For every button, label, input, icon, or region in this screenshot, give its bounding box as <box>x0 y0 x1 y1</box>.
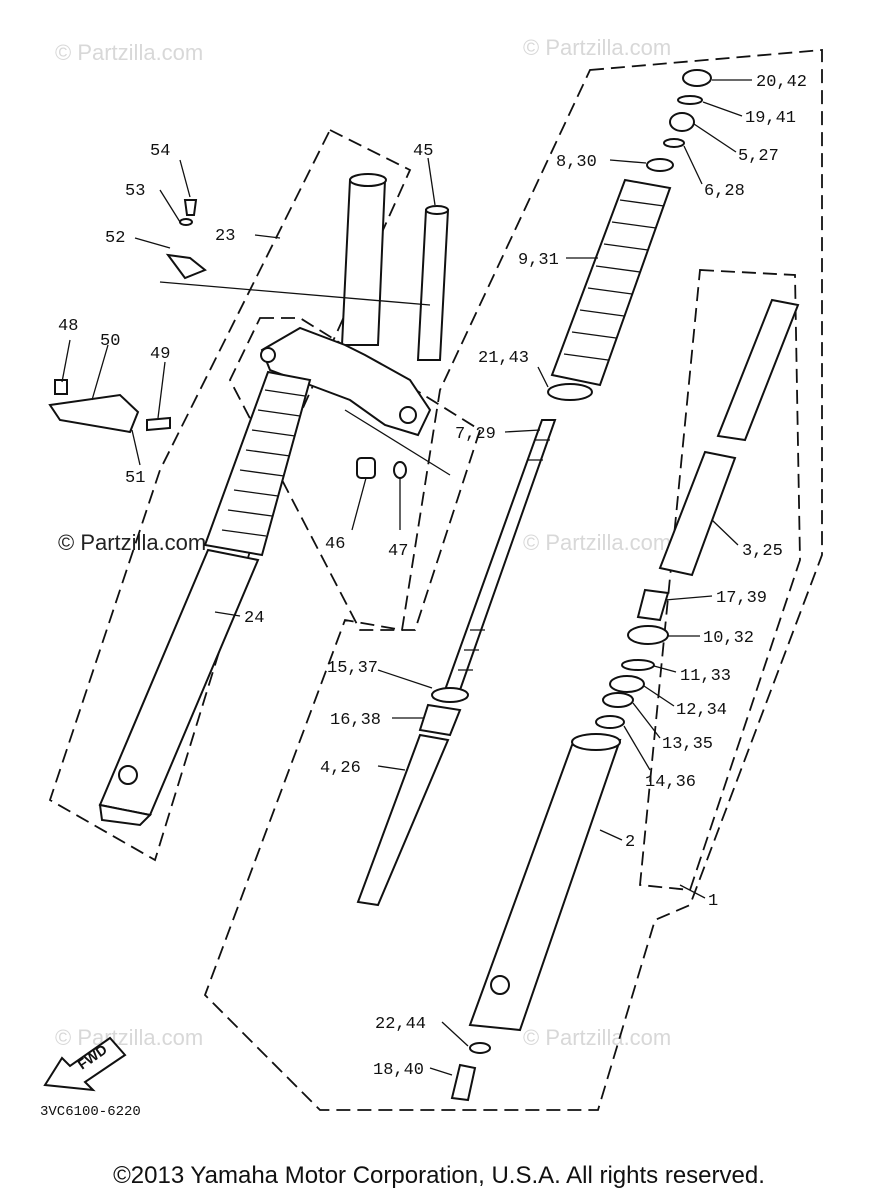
left-fork-outer-tube <box>340 173 387 346</box>
left-fork-leg <box>98 548 260 827</box>
part-label: 4,26 <box>320 759 361 778</box>
part-label: 5,27 <box>738 147 779 166</box>
part-label: 2 <box>625 833 635 852</box>
washer-53 <box>179 218 193 226</box>
part-label: 53 <box>125 182 145 201</box>
part-label: 54 <box>150 142 170 161</box>
part-label: 52 <box>105 229 125 248</box>
cap-20 <box>682 69 712 87</box>
part-label: 15,37 <box>327 659 378 678</box>
part-label: 8,30 <box>556 153 597 172</box>
holder-bolt <box>146 416 171 432</box>
part-label: 3,25 <box>742 542 783 561</box>
spring-16 <box>418 703 462 737</box>
part-labels: 20,42 19,41 5,27 6,28 8,30 9,31 21,43 7,… <box>58 73 807 1080</box>
clip-11 <box>621 659 655 671</box>
left-fork-boot <box>203 370 312 557</box>
part-label: 13,35 <box>662 735 713 754</box>
watermark: © Partzilla.com <box>523 530 671 555</box>
plate-52 <box>165 253 207 280</box>
bolt-46 <box>356 457 376 479</box>
part-label: 47 <box>388 542 408 561</box>
part-label: 49 <box>150 345 170 364</box>
part-label: 24 <box>244 609 264 628</box>
part-label: 23 <box>215 227 235 246</box>
clamp-21 <box>547 383 593 401</box>
assembly-outline-right <box>203 49 823 1111</box>
right-fork-boot <box>550 178 672 387</box>
assembly-outline-left <box>48 128 412 862</box>
spacer-17 <box>636 588 670 622</box>
fwd-arrow-icon: FWD <box>43 1036 127 1092</box>
axle-holder <box>48 393 140 434</box>
part-label: 17,39 <box>716 589 767 608</box>
watermark: © Partzilla.com <box>55 40 203 65</box>
part-label: 50 <box>100 332 120 351</box>
ring-15 <box>431 687 469 703</box>
bushing-13 <box>602 692 634 708</box>
part-label: 14,36 <box>645 773 696 792</box>
part-label: 11,33 <box>680 667 731 686</box>
part-label: 20,42 <box>756 73 807 92</box>
part-label: 48 <box>58 317 78 336</box>
part-label: 46 <box>325 535 345 554</box>
part-label: 10,32 <box>703 629 754 648</box>
watermark: © Partzilla.com <box>523 1025 671 1050</box>
fork-exploded-diagram: © Partzilla.com © Partzilla.com © Partzi… <box>40 35 823 1120</box>
right-fork-leg <box>468 733 622 1032</box>
part-label: 12,34 <box>676 701 727 720</box>
part-label: 18,40 <box>373 1061 424 1080</box>
clamp-8 <box>646 158 674 172</box>
leader-lines <box>61 79 752 1076</box>
part-label: 1 <box>708 892 718 911</box>
washer-22 <box>469 1042 491 1054</box>
damper-rod-7 <box>443 419 557 691</box>
bolt-18 <box>450 1063 477 1102</box>
bushing-14 <box>595 715 625 729</box>
clip-19 <box>677 95 703 105</box>
clamp-bolt <box>260 347 276 363</box>
assembly-outline-upper <box>228 317 482 631</box>
screw-54 <box>183 199 198 216</box>
assembly-outline-inner <box>639 269 801 891</box>
left-fork-inner-tube <box>416 205 450 361</box>
washer-12 <box>609 675 645 693</box>
fork-spring-3 <box>658 298 800 577</box>
part-code: 3VC6100-6220 <box>40 1104 141 1120</box>
washer-47 <box>393 461 407 479</box>
seal-10 <box>627 625 669 645</box>
part-label: 6,28 <box>704 182 745 201</box>
part-label: 16,38 <box>330 711 381 730</box>
inner-tube-4 <box>356 733 450 907</box>
part-label: 9,31 <box>518 251 559 270</box>
part-label: 7,29 <box>455 425 496 444</box>
part-5 <box>669 112 695 132</box>
copyright-notice: ©2013 Yamaha Motor Corporation, U.S.A. A… <box>113 1162 765 1189</box>
part-6 <box>663 138 685 148</box>
watermark: © Partzilla.com <box>55 1025 203 1050</box>
clamp-bolt <box>399 406 417 424</box>
part-label: 21,43 <box>478 349 529 368</box>
holder-nut <box>54 379 68 395</box>
part-label: 19,41 <box>745 109 796 128</box>
part-label: 45 <box>413 142 433 161</box>
watermark: © Partzilla.com <box>523 35 671 60</box>
part-label: 22,44 <box>375 1015 426 1034</box>
part-label: 51 <box>125 469 145 488</box>
